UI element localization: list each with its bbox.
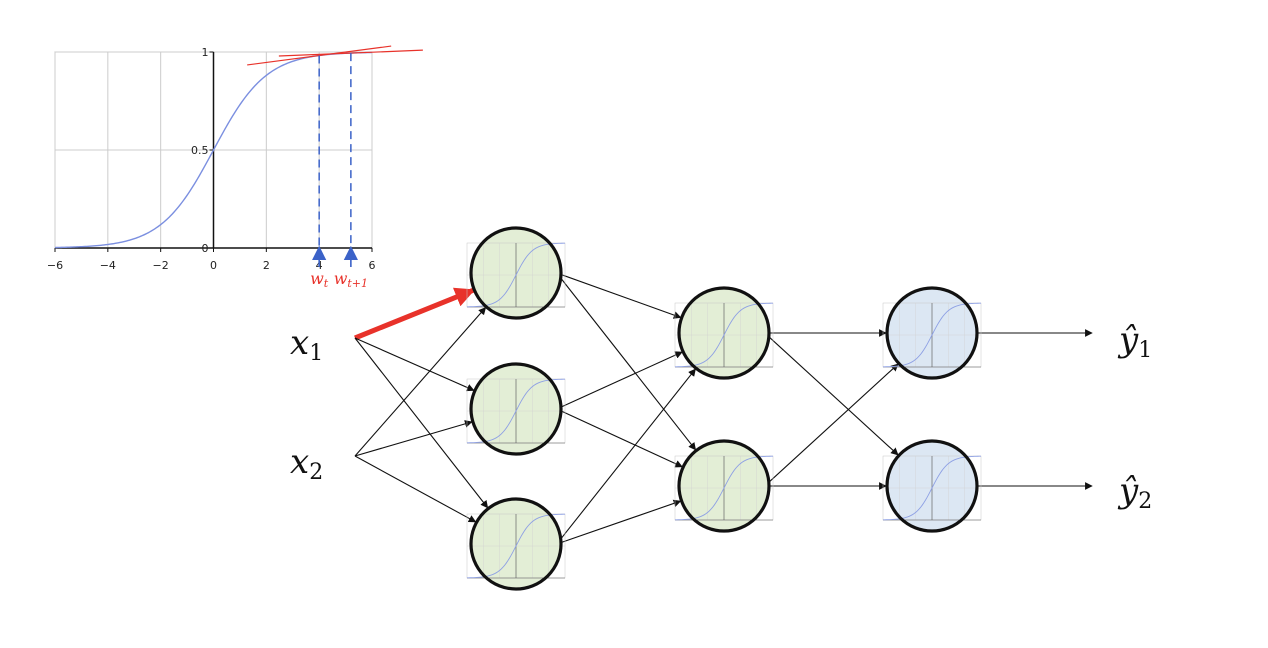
output-neuron <box>882 439 982 533</box>
input-label: x2 <box>290 442 323 485</box>
weight-label: wt <box>310 269 329 290</box>
input-label: x1 <box>290 323 323 366</box>
hidden-neuron <box>466 226 566 320</box>
network-edge <box>354 455 477 523</box>
io-labels: x1 x2 ŷ1 ŷ2 <box>290 320 1152 514</box>
neuron-outline <box>469 362 563 456</box>
network-edge <box>354 306 487 457</box>
network-edge <box>767 335 899 456</box>
hidden-neuron <box>466 497 566 591</box>
network-edge <box>559 273 682 319</box>
x-tick-label: −6 <box>47 259 63 272</box>
x-tick-label: 2 <box>263 259 270 272</box>
network-edge <box>354 337 489 509</box>
network-edge <box>559 368 696 541</box>
network-edge <box>559 276 697 451</box>
hidden-neuron <box>674 286 774 380</box>
x-tick-label: 0 <box>210 259 217 272</box>
network-edge <box>559 410 683 468</box>
hidden-neuron <box>674 439 774 533</box>
network-edge <box>559 351 683 408</box>
output-neuron <box>882 286 982 380</box>
weight-label: wt+1 <box>334 269 368 290</box>
neuron-outline <box>677 439 771 533</box>
x-tick-label: −4 <box>100 259 116 272</box>
neuron-outline <box>469 226 563 320</box>
output-label: ŷ1 <box>1117 320 1152 363</box>
highlighted-edge <box>354 287 476 341</box>
output-label: ŷ2 <box>1117 471 1152 514</box>
y-tick-label: 1 <box>202 46 209 59</box>
x-tick-label: 6 <box>369 259 376 272</box>
network-edge <box>354 337 475 392</box>
y-tick-label: 0 <box>202 242 209 255</box>
neuron-outline <box>885 286 979 380</box>
x-tick-label: −2 <box>153 259 169 272</box>
neuron-outline <box>885 439 979 533</box>
network-edge <box>354 420 473 457</box>
chart-ticks: −6−4−2024600.51 <box>47 46 376 272</box>
neuron-outline <box>469 497 563 591</box>
network-neurons <box>466 226 982 591</box>
network-edges <box>354 273 1093 544</box>
y-tick-label: 0.5 <box>191 144 209 157</box>
hidden-neuron <box>466 362 566 456</box>
network-edge <box>767 363 899 484</box>
network-edge <box>559 499 682 544</box>
neuron-outline <box>677 286 771 380</box>
